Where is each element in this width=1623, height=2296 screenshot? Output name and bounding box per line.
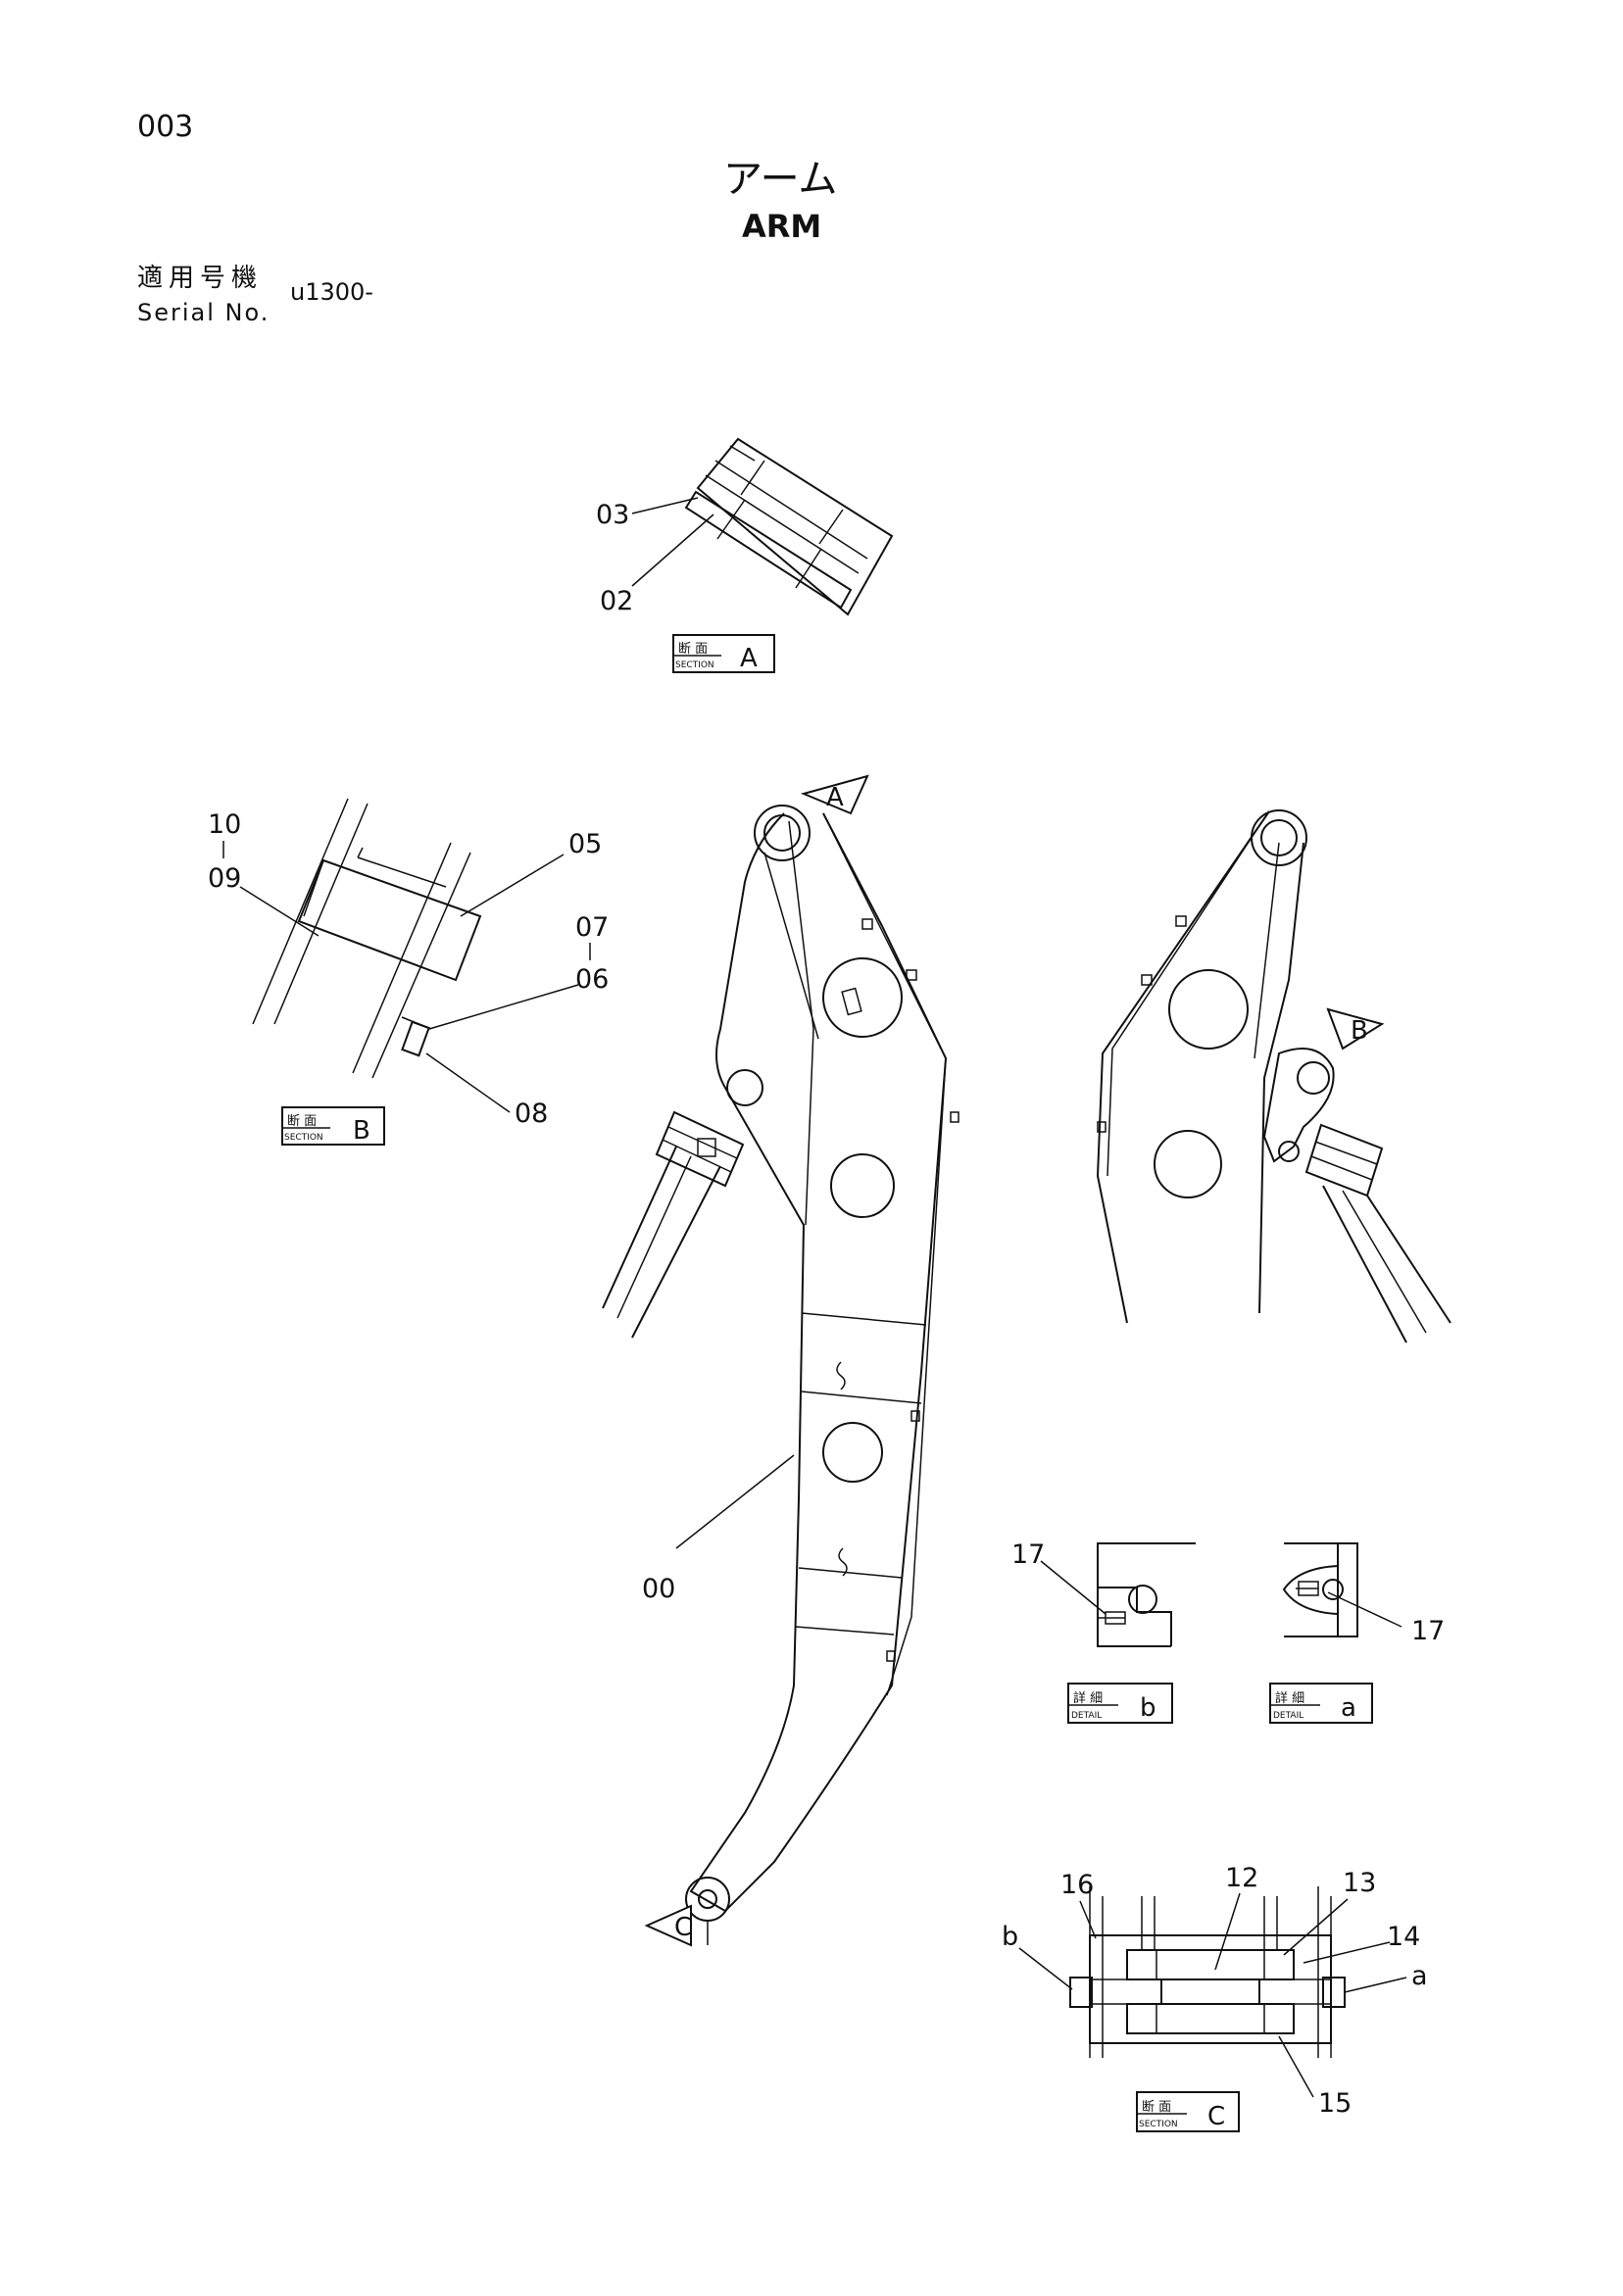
svg-text:05: 05 [568,829,602,859]
svg-text:a: a [1341,1693,1356,1723]
label-16: 16 [1060,1870,1097,1939]
svg-text:A: A [740,644,758,673]
section-a-drawing [684,437,894,616]
label-10-09: 10 09 [208,809,320,937]
label-12: 12 [1214,1863,1258,1971]
svg-text:SECTION: SECTION [675,660,714,670]
svg-text:B: B [1351,1016,1368,1046]
svg-text:B: B [353,1116,370,1146]
svg-text:17: 17 [1411,1616,1445,1646]
view-arrow-b[interactable]: B [1326,1007,1385,1050]
detail-b-drawing [1097,1542,1196,1647]
svg-text:08: 08 [515,1099,548,1129]
svg-text:06: 06 [575,964,609,995]
svg-text:10: 10 [208,809,241,840]
title-japanese: アーム [723,157,838,202]
svg-text:b: b [1140,1693,1156,1723]
label-08: 08 [425,1052,548,1129]
arm-left-view [602,805,959,1922]
detail-b-tag: 詳 細 DETAIL b [1067,1683,1173,1724]
label-05: 05 [460,829,602,917]
serial-label-english: Serial No. [137,299,270,326]
svg-text:03: 03 [596,500,629,530]
section-c-drawing [1069,1886,1346,2058]
label-17-detail-a: 17 [1327,1591,1445,1646]
svg-text:12: 12 [1225,1863,1258,1893]
label-ref-a: a [1344,1961,1428,1993]
svg-text:00: 00 [642,1574,675,1604]
serial-value: u1300- [290,278,373,306]
label-07-06: 07 06 [428,912,609,1030]
label-15: 15 [1278,2035,1352,2119]
svg-text:14: 14 [1387,1922,1420,1952]
svg-text:詳 細: 詳 細 [1275,1690,1304,1706]
svg-text:SECTION: SECTION [1139,2120,1178,2129]
view-arrow-a[interactable]: A [800,774,869,815]
svg-text:17: 17 [1011,1539,1045,1570]
svg-text:16: 16 [1060,1870,1094,1900]
detail-a-drawing [1282,1542,1358,1637]
svg-text:詳 細: 詳 細 [1073,1690,1103,1706]
svg-text:SECTION: SECTION [284,1133,323,1143]
section-c-tag: 断 面 SECTION C [1136,2091,1240,2132]
detail-a-tag: 詳 細 DETAIL a [1269,1683,1373,1724]
svg-text:C: C [1207,2102,1225,2131]
label-ref-b: b [1002,1922,1073,1990]
svg-text:02: 02 [600,586,633,616]
label-02: 02 [600,513,714,616]
svg-text:b: b [1002,1922,1018,1952]
svg-text:DETAIL: DETAIL [1273,1711,1303,1721]
label-03: 03 [596,497,699,530]
svg-text:C: C [674,1913,692,1942]
section-b-tag: 断 面 SECTION B [281,1106,385,1146]
svg-text:断 面: 断 面 [1142,2100,1171,2115]
section-a-tag: 断 面 SECTION A [672,634,775,673]
label-13: 13 [1283,1868,1376,1956]
serial-label-japanese: 適用号機 [137,264,264,293]
title-english: ARM [742,208,822,245]
view-arrow-c[interactable]: C [644,1904,709,1947]
svg-text:断 面: 断 面 [678,642,708,657]
svg-text:断 面: 断 面 [287,1114,317,1129]
svg-text:09: 09 [208,863,241,894]
svg-text:15: 15 [1318,2088,1352,2119]
svg-text:a: a [1411,1961,1428,1991]
arm-right-view [1096,809,1451,1343]
svg-text:07: 07 [575,912,609,943]
label-17-detail-b: 17 [1011,1539,1107,1615]
label-14: 14 [1303,1922,1420,1964]
svg-text:13: 13 [1343,1868,1376,1898]
svg-text:DETAIL: DETAIL [1071,1711,1102,1721]
page-number: 003 [137,110,194,144]
section-b-drawing [252,798,482,1079]
svg-text:A: A [826,783,844,812]
label-00: 00 [642,1454,795,1604]
